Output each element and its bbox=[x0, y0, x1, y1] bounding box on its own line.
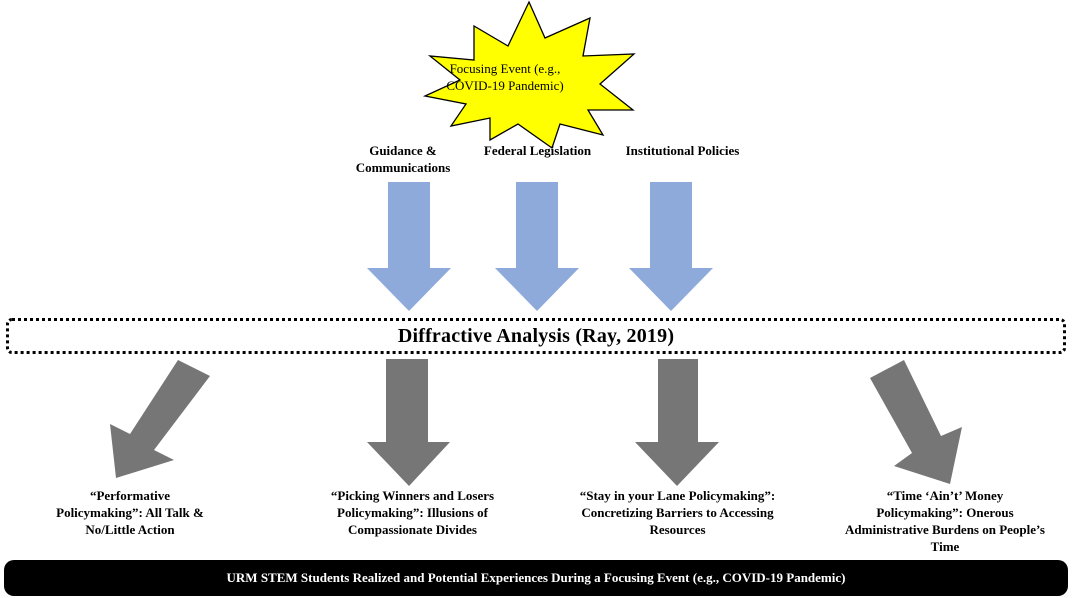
footer-label: URM STEM Students Realized and Potential… bbox=[226, 570, 846, 585]
focusing-event-starburst bbox=[422, 0, 636, 150]
source-label-institutional: Institutional Policies bbox=[625, 143, 740, 158]
focusing-event-line1: Focusing Event (e.g., bbox=[449, 61, 561, 76]
outcome-performative: “Performative Policymaking”: All Talk & … bbox=[56, 488, 204, 537]
output-arrow-time-money bbox=[870, 360, 962, 484]
input-arrow-guidance bbox=[367, 182, 451, 311]
source-label-legislation: Federal Legislation bbox=[483, 143, 592, 158]
input-arrow-legislation bbox=[495, 182, 579, 311]
outcome-picking-winners: “Picking Winners and Losers Policymaking… bbox=[330, 488, 495, 537]
output-arrow-stay-in-lane bbox=[635, 359, 719, 486]
diffractive-analysis-label: Diffractive Analysis (Ray, 2019) bbox=[397, 324, 675, 347]
focusing-event-label: Focusing Event (e.g., COVID-19 Pandemic) bbox=[440, 60, 570, 94]
output-arrow-performative bbox=[110, 360, 210, 478]
focusing-event-line2: COVID-19 Pandemic) bbox=[446, 78, 564, 93]
diffractive-analysis-box: Diffractive Analysis (Ray, 2019) bbox=[6, 318, 1066, 354]
outcome-time-money: “Time ‘Ain’t’ Money Policymaking”: Onero… bbox=[845, 488, 1045, 554]
outcome-stay-in-lane: “Stay in your Lane Policymaking”: Concre… bbox=[579, 488, 776, 537]
source-label-guidance: Guidance & Communications bbox=[355, 143, 451, 175]
input-arrow-institutional bbox=[629, 182, 713, 311]
footer-banner: URM STEM Students Realized and Potential… bbox=[4, 560, 1068, 596]
output-arrow-picking-winners bbox=[367, 359, 450, 486]
